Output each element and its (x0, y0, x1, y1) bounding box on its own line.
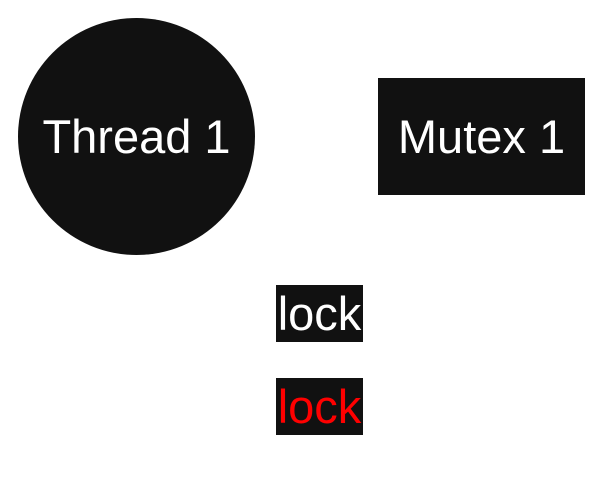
thread-1-node: Thread 1 (18, 18, 255, 255)
thread-1-label: Thread 1 (42, 110, 231, 163)
mutex-1-node: Mutex 1 (378, 78, 585, 195)
lock-label-white: lock (276, 285, 363, 342)
lock-text: lock (277, 287, 362, 340)
mutex-1-label: Mutex 1 (397, 110, 566, 163)
lock-text: lock (277, 380, 362, 433)
lock-label-red: lock (276, 378, 363, 435)
